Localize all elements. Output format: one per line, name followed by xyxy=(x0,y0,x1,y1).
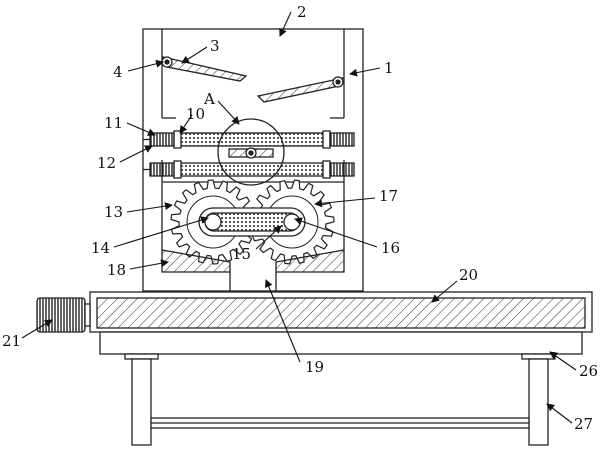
right-lower-spring xyxy=(329,162,355,177)
connecting-link xyxy=(198,207,306,237)
callout-27: 27 xyxy=(574,415,593,433)
callout-26: 26 xyxy=(579,362,598,380)
callout-19: 19 xyxy=(305,358,324,376)
support-frame xyxy=(124,353,556,446)
right-upper-spring xyxy=(329,132,355,147)
callout-2: 2 xyxy=(297,3,307,21)
conveyor-belt xyxy=(89,291,593,355)
callout-15: 15 xyxy=(232,245,251,263)
callout-a: A xyxy=(203,90,215,108)
discharge-funnel xyxy=(161,249,345,291)
callout-17: 17 xyxy=(379,187,398,205)
right-baffle xyxy=(256,76,345,103)
callout-21: 21 xyxy=(2,332,21,350)
upper-screen xyxy=(173,130,331,149)
callout-20: 20 xyxy=(459,266,478,284)
callout-18: 18 xyxy=(107,261,126,279)
left-upper-spring xyxy=(143,132,175,147)
detail-region-a xyxy=(217,118,285,186)
motor xyxy=(36,297,91,333)
callout-11: 11 xyxy=(104,114,123,132)
callout-13: 13 xyxy=(104,203,123,221)
callout-10: 10 xyxy=(186,105,205,123)
lower-screen xyxy=(173,160,331,179)
left-lower-spring xyxy=(143,162,175,177)
callout-4: 4 xyxy=(113,63,123,81)
callout-12: 12 xyxy=(97,154,116,172)
callout-3: 3 xyxy=(210,37,220,55)
callout-14: 14 xyxy=(91,239,110,257)
callout-16: 16 xyxy=(381,239,400,257)
callout-1: 1 xyxy=(384,59,394,77)
